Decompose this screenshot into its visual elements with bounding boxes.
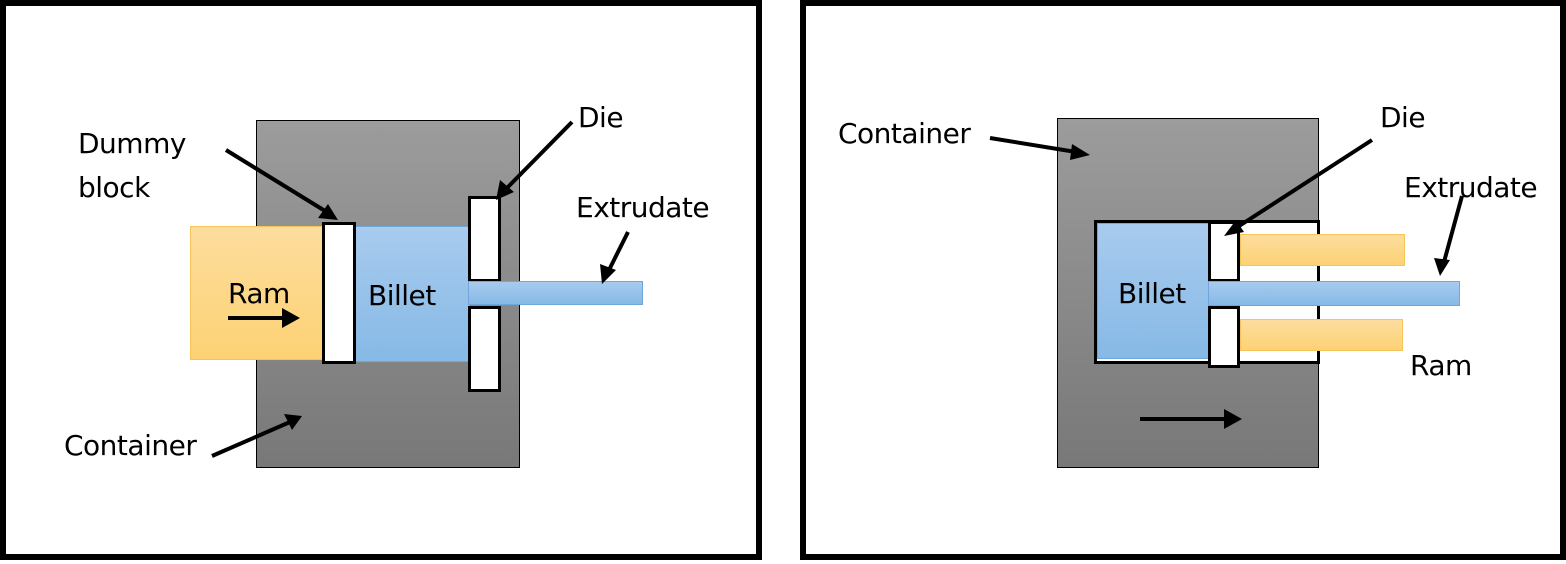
ram-right-lower bbox=[1240, 319, 1403, 351]
extrudate-left bbox=[468, 281, 643, 305]
label-ram-left: Ram bbox=[228, 277, 290, 310]
ram-right-upper bbox=[1240, 234, 1405, 266]
die-right-upper bbox=[1208, 221, 1240, 282]
ram-left bbox=[190, 226, 324, 360]
billet-right bbox=[1097, 223, 1209, 359]
label-extrudate-left: Extrudate bbox=[576, 191, 710, 224]
die-left-lower bbox=[468, 306, 501, 392]
die-right-lower bbox=[1208, 306, 1240, 368]
label-ram-right: Ram bbox=[1410, 349, 1472, 382]
label-dummy-line2: block bbox=[78, 171, 150, 204]
label-container-left: Container bbox=[64, 429, 197, 462]
die-left-upper bbox=[468, 196, 501, 282]
label-die-right: Die bbox=[1380, 101, 1426, 134]
label-container-right: Container bbox=[838, 117, 971, 150]
dummy-block bbox=[322, 222, 356, 364]
label-billet-left: Billet bbox=[368, 279, 436, 312]
label-billet-right: Billet bbox=[1118, 277, 1186, 310]
extrudate-right bbox=[1208, 281, 1460, 306]
label-die-left: Die bbox=[578, 101, 624, 134]
label-dummy-line1: Dummy bbox=[78, 127, 186, 160]
label-extrudate-right: Extrudate bbox=[1404, 171, 1538, 204]
